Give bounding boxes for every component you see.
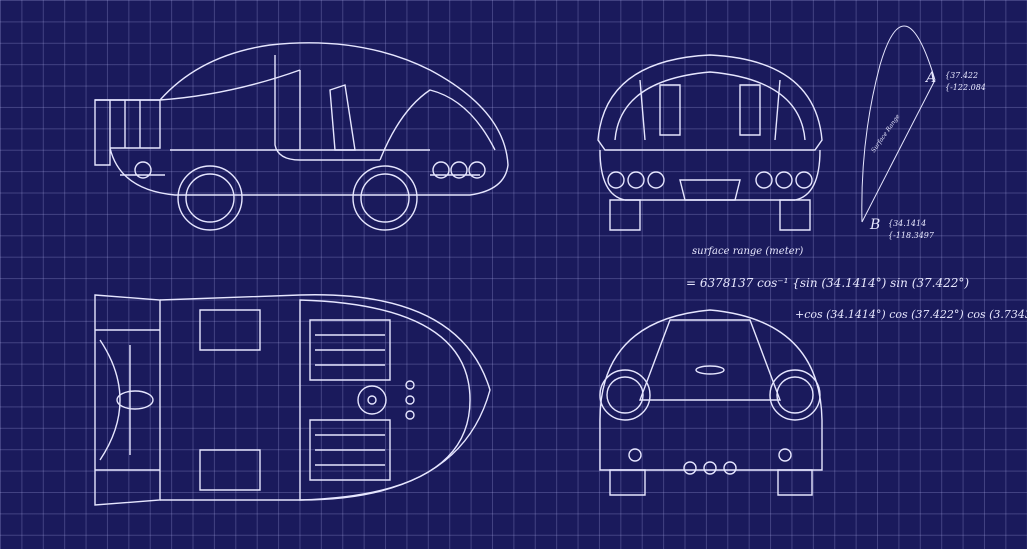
formula-line-2: +cos (34.1414°) cos (37.422°) cos (3.734… — [795, 308, 1027, 321]
formula-line-1: = 6378137 cos⁻¹ {sin (34.1414°) sin (37.… — [686, 276, 970, 290]
side-view — [94, 42, 509, 231]
point-a-lat: 37.422 — [950, 71, 979, 80]
range-sketch — [861, 25, 936, 223]
point-b-lat: 34.1414 — [893, 219, 927, 228]
point-b-lon: -118.3497 — [893, 231, 934, 240]
point-a-label: A — [926, 70, 937, 86]
top-view — [94, 294, 491, 506]
rear-view — [599, 309, 823, 496]
point-a-lon: -122.084 — [950, 83, 986, 92]
point-b-coords: {34.1414{-118.3497 — [888, 219, 934, 240]
point-a-coords: {37.422{-122.084 — [945, 71, 986, 92]
point-b-label: B — [870, 217, 881, 233]
front-view — [597, 54, 823, 231]
formula-title: surface range (meter) — [692, 246, 804, 257]
